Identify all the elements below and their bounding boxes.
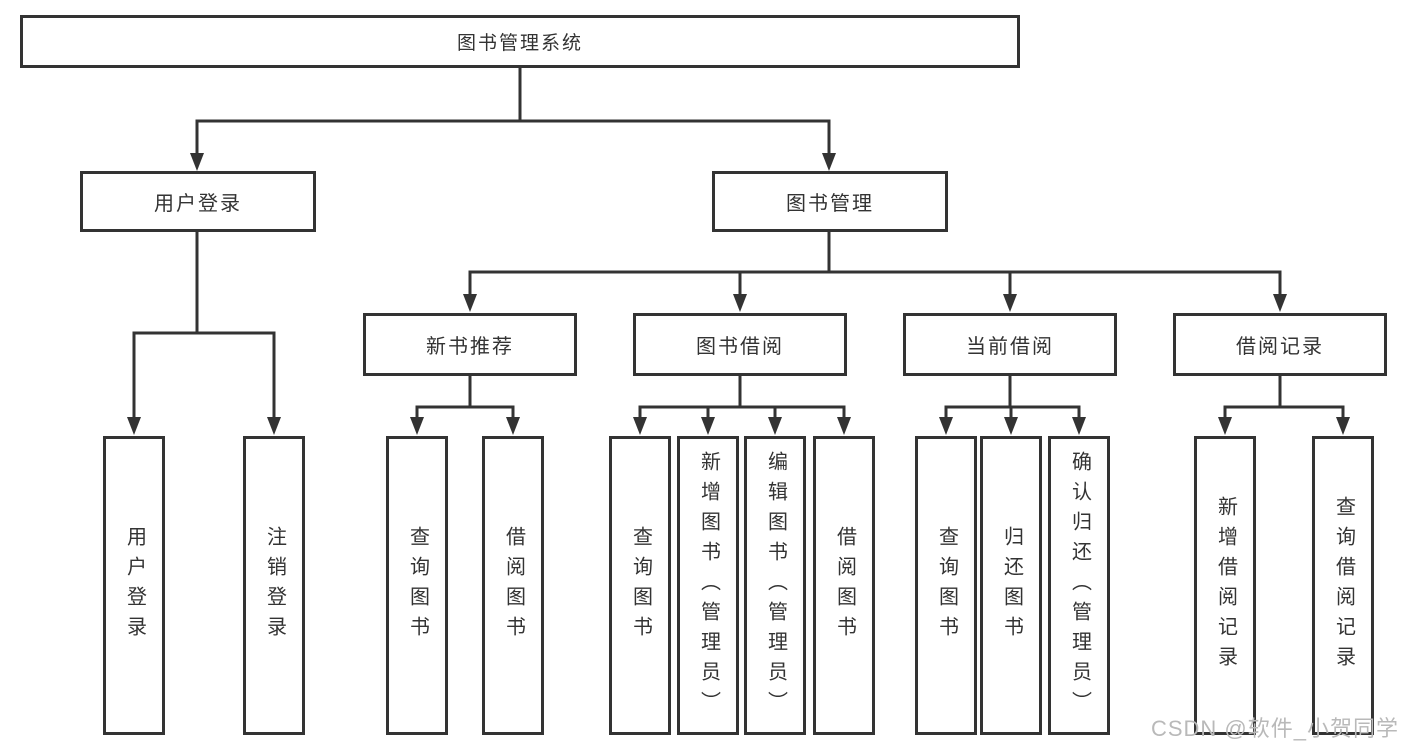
node-user-login: 用户登录 xyxy=(80,171,316,232)
node-book-borrowing-label: 图书借阅 xyxy=(696,336,784,358)
node-user-login-label: 用户登录 xyxy=(154,193,242,215)
node-new-book-recommend-label: 新书推荐 xyxy=(426,336,514,358)
leaf-query-books-2: 查询图书 xyxy=(609,436,671,735)
connector-book-borrow-rail xyxy=(638,405,846,422)
node-book-borrowing: 图书借阅 xyxy=(633,313,847,376)
leaf-query-borrow-record-label: 查询借阅记录 xyxy=(1332,495,1355,676)
leaf-query-books-3: 查询图书 xyxy=(915,436,977,735)
node-borrowing-records: 借阅记录 xyxy=(1173,313,1387,376)
leaf-query-borrow-record: 查询借阅记录 xyxy=(1312,436,1374,735)
leaf-query-books-3-label: 查询图书 xyxy=(935,525,958,646)
leaf-add-borrow-record: 新增借阅记录 xyxy=(1194,436,1256,735)
leaf-add-book-admin: 新增图书（管理员） xyxy=(677,436,739,735)
leaf-confirm-return-admin: 确认归还（管理员） xyxy=(1048,436,1110,735)
leaf-borrow-books-2: 借阅图书 xyxy=(813,436,875,735)
node-borrowing-records-label: 借阅记录 xyxy=(1236,336,1324,358)
node-book-management-label: 图书管理 xyxy=(786,193,874,215)
leaf-return-books: 归还图书 xyxy=(980,436,1042,735)
connector-user-login-rail xyxy=(132,331,276,422)
leaf-borrow-books-2-label: 借阅图书 xyxy=(833,525,856,646)
connector-book-mgmt-rail xyxy=(468,270,1282,299)
leaf-query-books-2-label: 查询图书 xyxy=(629,525,652,646)
csdn-watermark: CSDN @软件_小贺同学 xyxy=(1150,716,1399,741)
leaf-query-books-1: 查询图书 xyxy=(386,436,448,735)
arrowheads xyxy=(127,153,1350,435)
leaf-user-login: 用户登录 xyxy=(103,436,165,735)
leaf-logout-label: 注销登录 xyxy=(263,525,286,646)
leaf-borrow-books-1: 借阅图书 xyxy=(482,436,544,735)
connector-new-book-rail xyxy=(415,405,515,422)
leaf-add-borrow-record-label: 新增借阅记录 xyxy=(1214,495,1237,676)
node-book-management: 图书管理 xyxy=(712,171,948,232)
leaf-confirm-return-admin-label: 确认归还（管理员） xyxy=(1068,450,1091,721)
connector-root-rail xyxy=(195,119,831,158)
leaf-user-login-label: 用户登录 xyxy=(123,525,146,646)
leaf-edit-book-admin-label: 编辑图书（管理员） xyxy=(764,450,787,721)
leaf-logout: 注销登录 xyxy=(243,436,305,735)
leaf-query-books-1-label: 查询图书 xyxy=(406,525,429,646)
connector-borrow-record-rail xyxy=(1223,405,1345,422)
leaf-add-book-admin-label: 新增图书（管理员） xyxy=(697,450,720,721)
leaf-edit-book-admin: 编辑图书（管理员） xyxy=(744,436,806,735)
node-current-borrowing-label: 当前借阅 xyxy=(966,336,1054,358)
node-library-system-label: 图书管理系统 xyxy=(456,33,583,54)
node-current-borrowing: 当前借阅 xyxy=(903,313,1117,376)
node-new-book-recommend: 新书推荐 xyxy=(363,313,577,376)
leaf-borrow-books-1-label: 借阅图书 xyxy=(502,525,525,646)
node-library-system: 图书管理系统 xyxy=(20,15,1020,68)
leaf-return-books-label: 归还图书 xyxy=(1000,525,1023,646)
